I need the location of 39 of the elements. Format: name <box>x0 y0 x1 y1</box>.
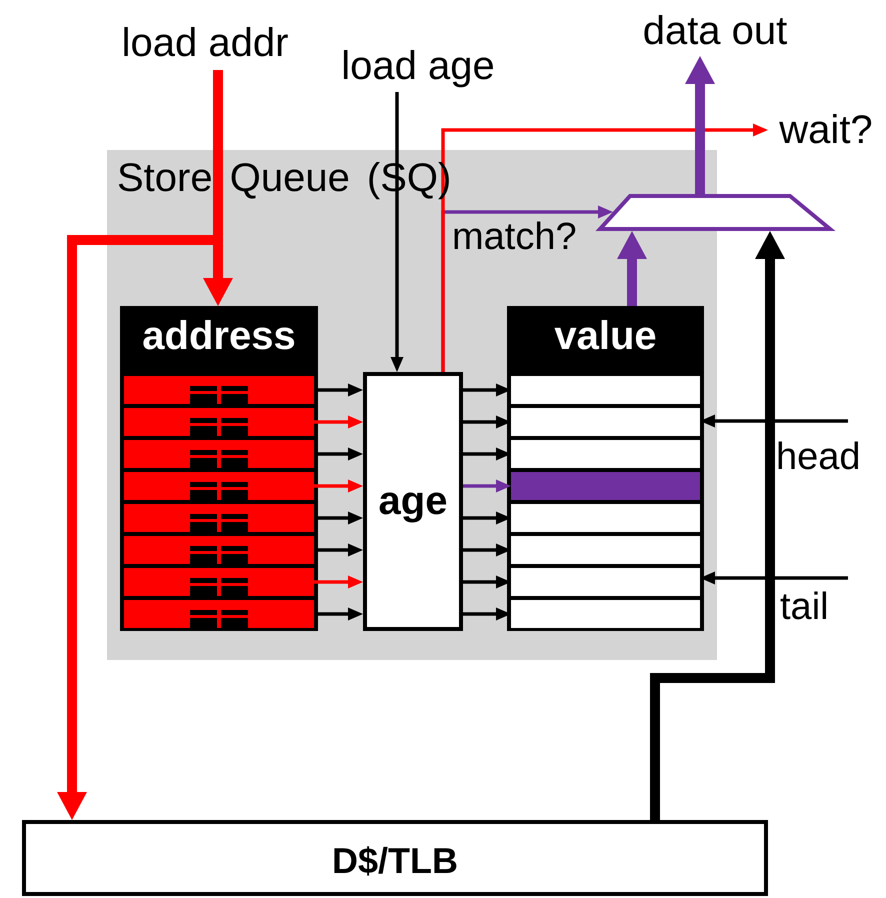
address-entry <box>124 472 314 500</box>
value-entry <box>511 440 700 468</box>
column-header: address <box>141 314 297 359</box>
address-entry <box>124 600 314 628</box>
value-entry <box>511 536 700 564</box>
arrow <box>463 480 511 492</box>
label-text: wait? <box>768 106 884 154</box>
cache-box: D$/TLB <box>22 820 768 896</box>
address-entry <box>124 440 314 468</box>
value-entry <box>511 376 700 404</box>
address-entry <box>124 408 314 436</box>
column-header: value <box>553 314 658 359</box>
value-entry <box>511 408 700 436</box>
store-queue-region <box>107 150 717 660</box>
label-text: data out <box>615 6 815 56</box>
value-entry <box>511 568 700 596</box>
age-box: age <box>363 372 463 631</box>
value-array <box>507 306 704 631</box>
arrow <box>685 56 715 196</box>
value-entry <box>511 600 700 628</box>
selected-value-entry <box>511 472 700 500</box>
edge-label: match? <box>452 216 577 259</box>
arrow <box>314 480 363 492</box>
address-entry <box>124 504 314 532</box>
address-entry <box>124 536 314 564</box>
arrow <box>617 231 647 306</box>
arrow <box>314 416 363 428</box>
arrow <box>441 124 768 372</box>
arrow <box>390 92 404 372</box>
edge-label: head <box>776 436 861 479</box>
address-entry <box>124 376 314 404</box>
address-entry <box>124 568 314 596</box>
label-text: load addr <box>100 18 310 68</box>
arrow <box>314 576 363 588</box>
address-array <box>120 306 318 631</box>
edge-label: tail <box>780 586 829 629</box>
label-text: load age <box>318 42 518 90</box>
value-entry <box>511 504 700 532</box>
arrow <box>650 231 785 820</box>
